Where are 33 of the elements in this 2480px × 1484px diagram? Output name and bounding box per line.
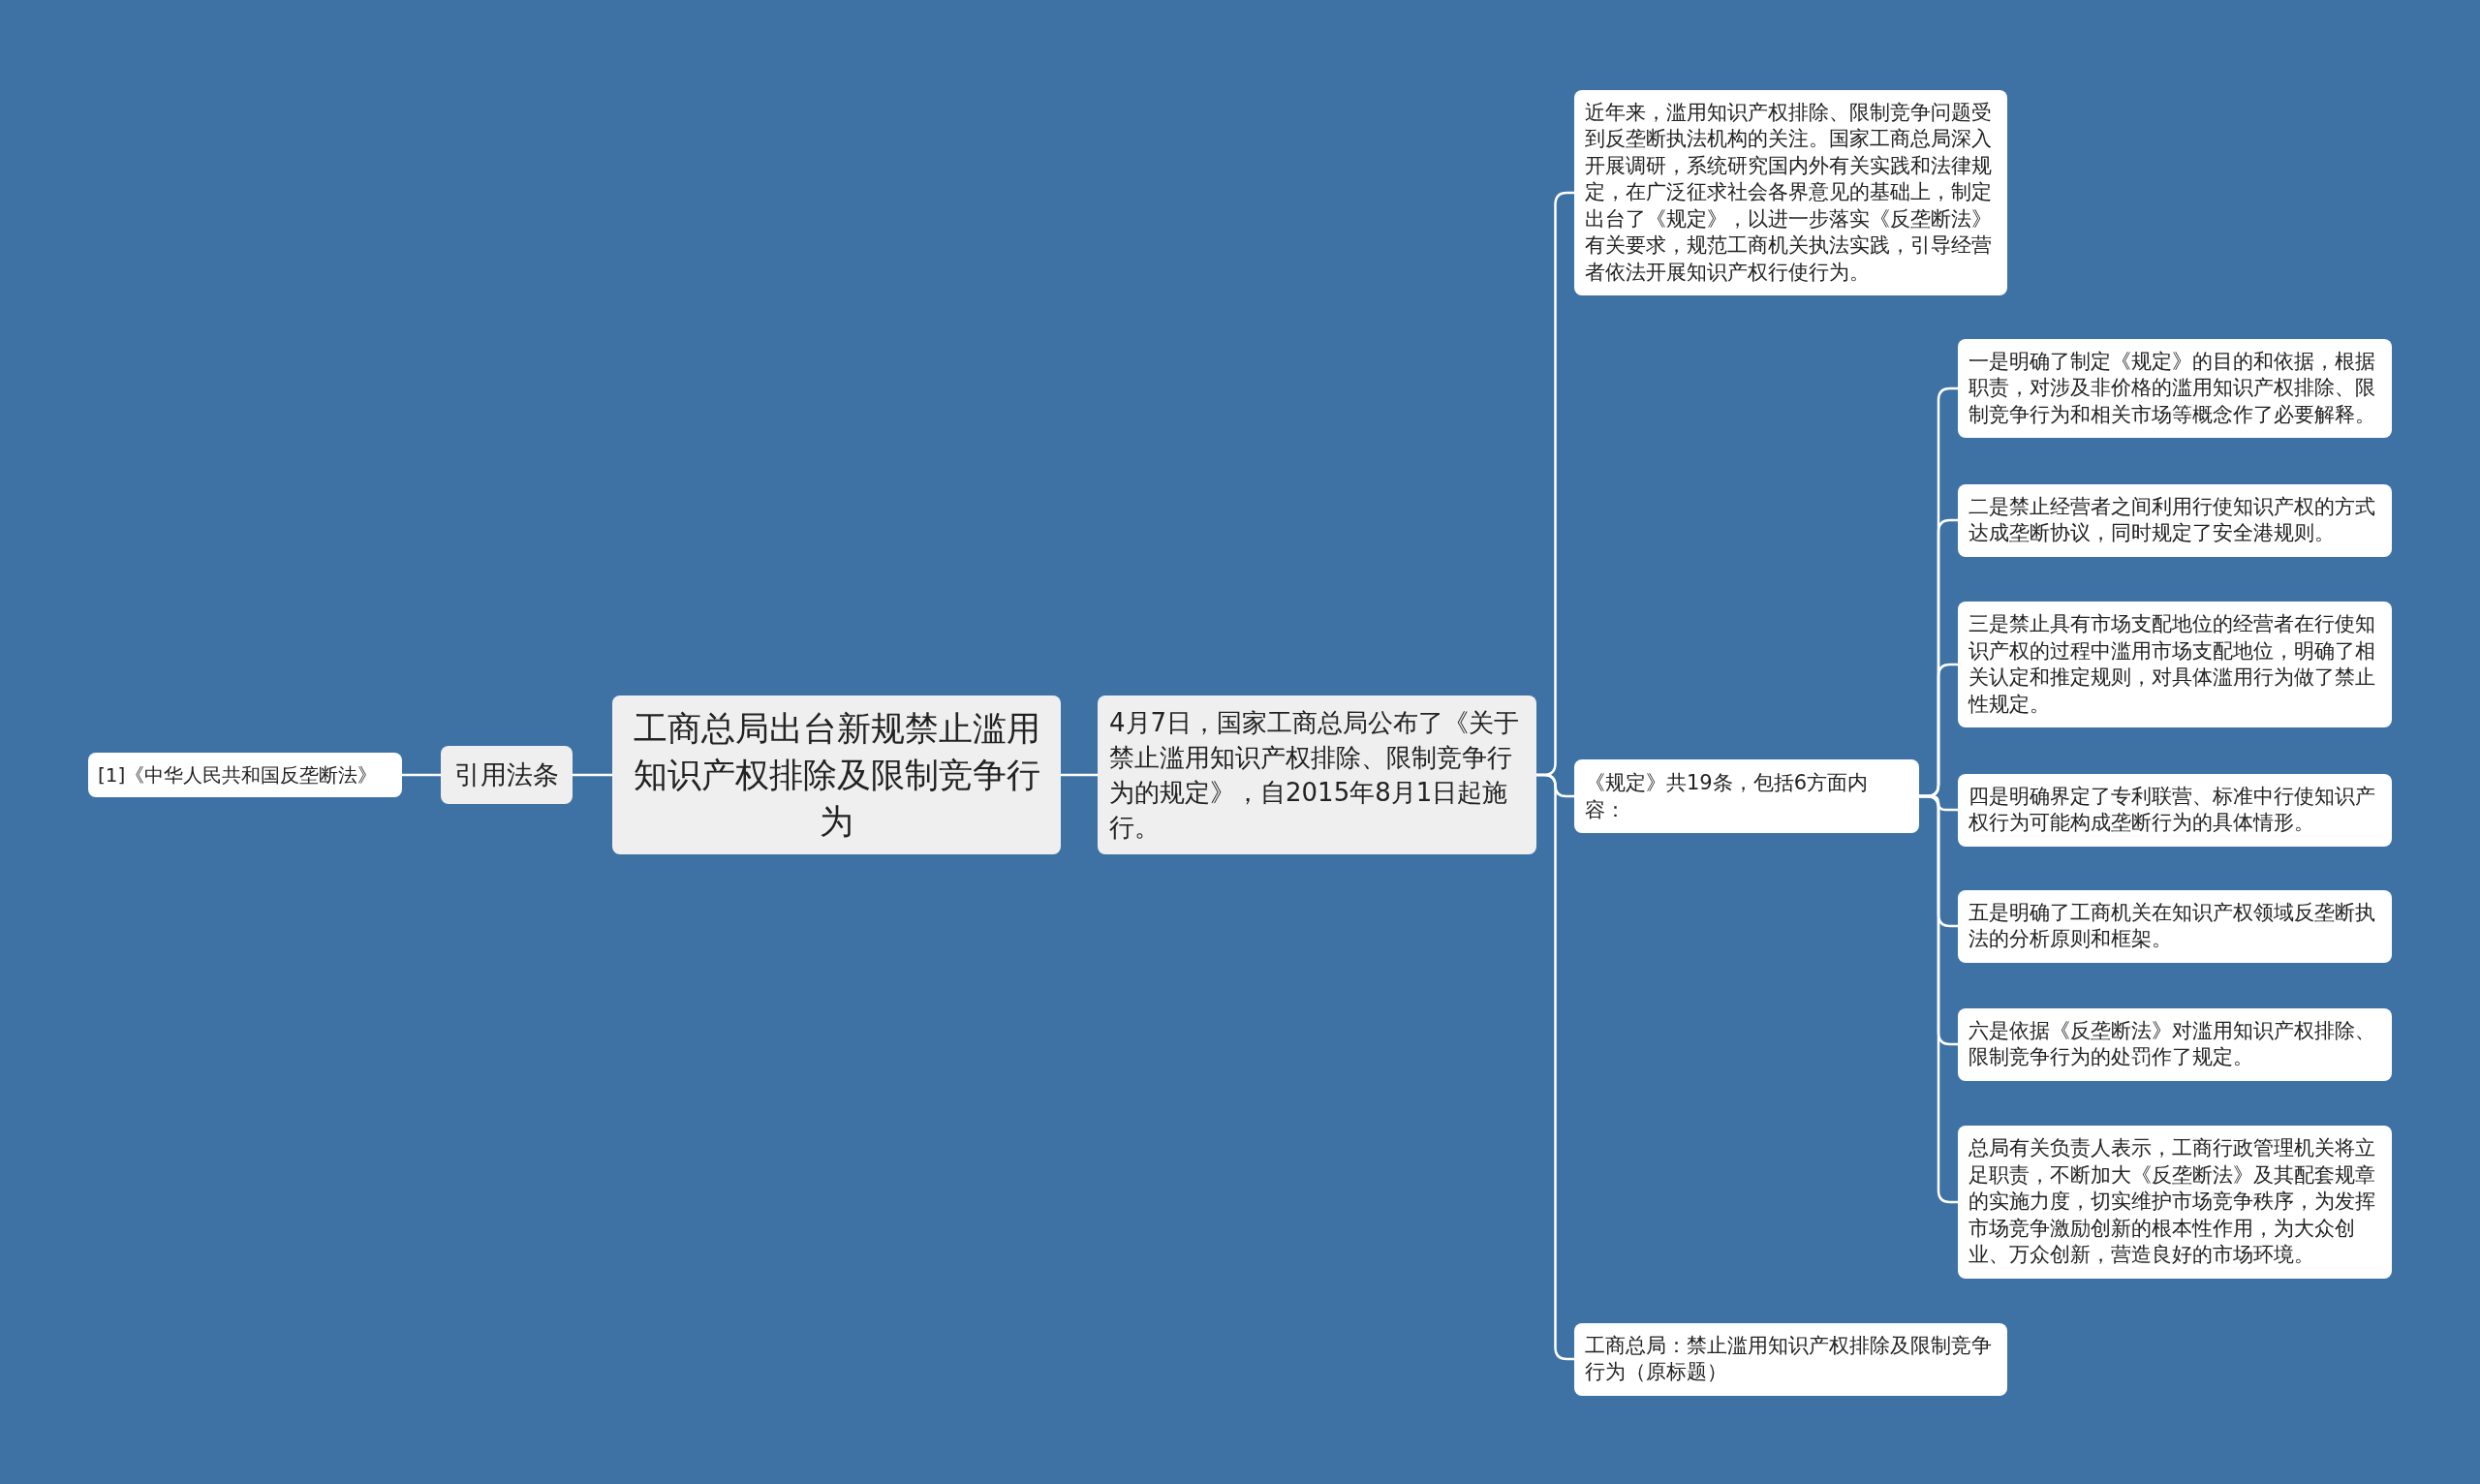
topic-box (1574, 89, 2007, 296)
topic-box (1958, 602, 2392, 727)
topic-text: 五是明确了工商机关在知识产权领域反垄断执法的分析原则和框架。 (1968, 899, 2376, 952)
connector-line (1919, 794, 1958, 1204)
topic-text: 总局有关负责人表示，工商行政管理机关将立足职责，不断加大《反垄断法》及其配套规章的实施力度，切实维护市场竞争秩序，为发挥市场竞争激励创新的根本性作用，为大众创业、万众创新，营造良好的市场环境。 (1968, 1135, 2376, 1269)
connector-line (402, 773, 441, 777)
topic-text: 一是明确了制定《规定》的目的和依据，根据职责，对涉及非价格的滥用知识产权排除、限制竞争行为和相关市场等概念作了必要解释。 (1968, 348, 2376, 428)
connector-line (1536, 773, 1574, 1361)
topic-text: 工商总局：禁止滥用知识产权排除及限制竞争行为（原标题） (1585, 1332, 1993, 1385)
topic-text: 三是禁止具有市场支配地位的经营者在行使知识产权的过程中滥用市场支配地位，明确了相关认定和推定规则，对具体滥用行为做了禁止性规定。 (1968, 611, 2376, 718)
topic-box (1958, 1126, 2392, 1279)
topic-text: 四是明确界定了专利联营、标准中行使知识产权行为可能构成垄断行为的具体情形。 (1968, 783, 2376, 836)
topic-text: [1]《中华人民共和国反垄断法》 (98, 762, 379, 788)
topic-box (88, 753, 402, 797)
topic-box (1098, 696, 1536, 854)
topic-text: 近年来，滥用知识产权排除、限制竞争问题受到反垄断执法机构的关注。国家工商总局深入开展调研，系统研究国内外有关实践和法律规定，在广泛征求社会各界意见的基础上，制定出台了《规定》，以进一步落实《反垄断法》有关要求，规范工商机关执法实践，引导经营者依法开展知识产权行使行为。 (1585, 99, 1993, 286)
connector-line (1061, 773, 1098, 777)
topic-box (1958, 889, 2392, 963)
topic-text: 引用法条 (453, 758, 560, 791)
topic-box (441, 746, 573, 804)
topic-box (1574, 1322, 2007, 1396)
topic-box (1958, 483, 2392, 557)
topic-text: 《规定》共19条，包括6方面内容： (1585, 770, 1870, 823)
topic-text: 二是禁止经营者之间利用行使知识产权的方式达成垄断协议，同时规定了安全港规则。 (1968, 493, 2376, 546)
topic-box (1574, 759, 1919, 833)
topic-box (1958, 773, 2392, 847)
central-topic-box (612, 696, 1061, 854)
topic-text: 工商总局出台新规禁止滥用知识产权排除及限制竞争行为 (632, 708, 1041, 843)
topic-box (1958, 338, 2392, 439)
topic-text: 4月7日，国家工商总局公布了《关于禁止滥用知识产权排除、限制竞争行为的规定》，自2015年8月1日起施行。 (1109, 707, 1521, 844)
topic-text: 六是依据《反垄断法》对滥用知识产权排除、限制竞争行为的处罚作了规定。 (1968, 1017, 2376, 1070)
topic-box (1958, 1007, 2392, 1081)
connector-line (573, 773, 612, 777)
